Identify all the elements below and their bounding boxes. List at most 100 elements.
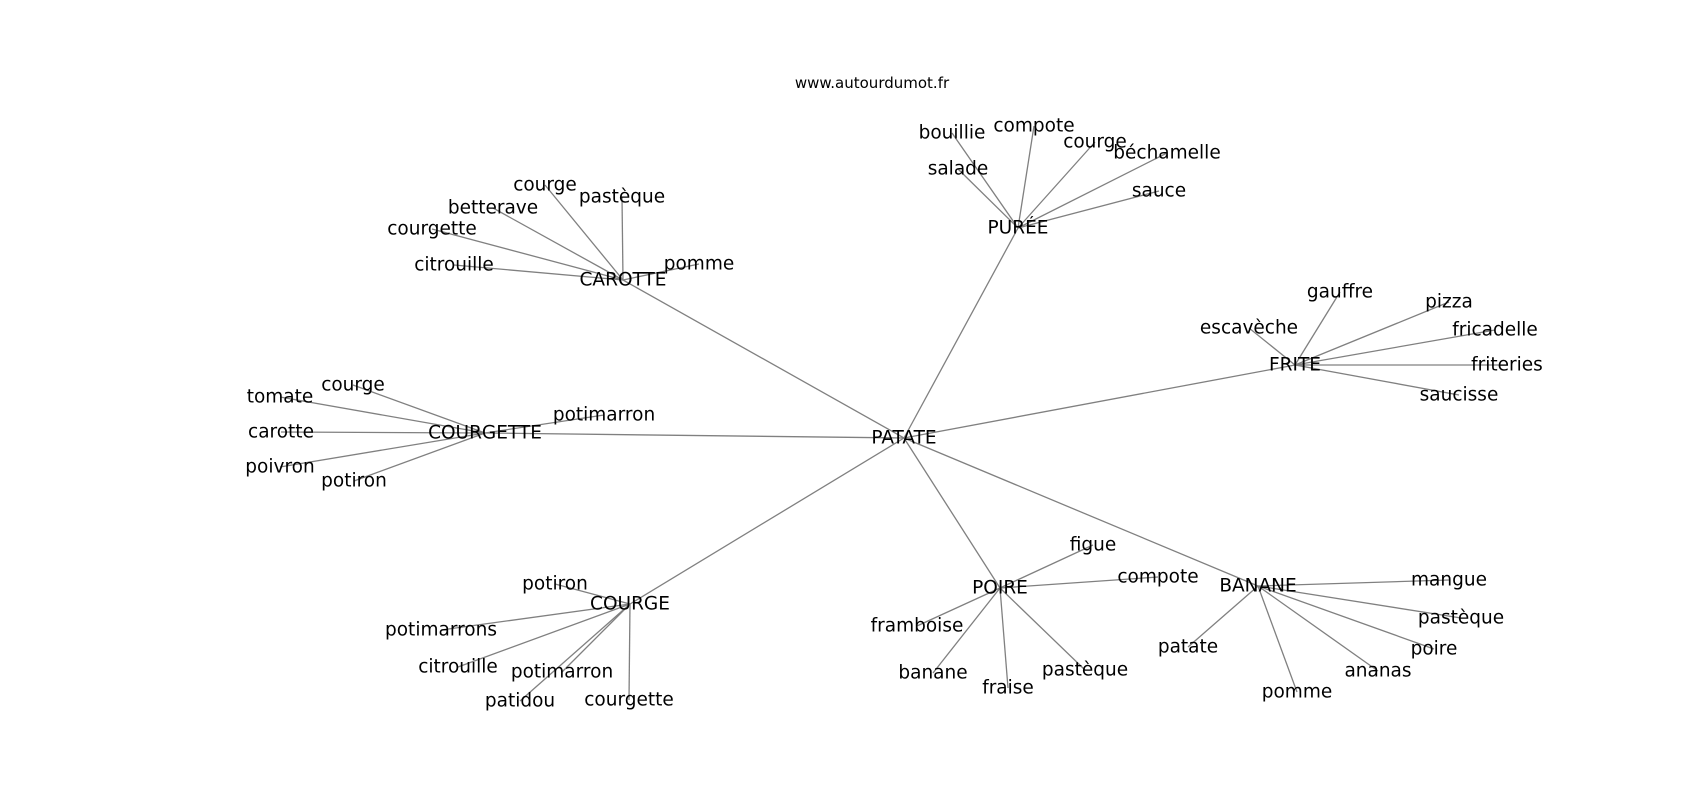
edge-puree-salade [957,168,1019,229]
leaf-node-puree-salade[interactable]: salade [928,159,989,180]
leaf-node-banane-mangue[interactable]: mangue [1411,570,1487,591]
leaf-node-courgette-poivron[interactable]: poivron [245,457,314,478]
edge-puree-sauce [1017,190,1160,229]
leaf-node-courge-potimarron[interactable]: potimarron [511,662,613,683]
hub-node-banane[interactable]: BANANE [1219,576,1296,597]
leaf-node-banane-ananas[interactable]: ananas [1344,661,1411,682]
leaf-node-courge-potiron[interactable]: potiron [522,574,588,595]
hub-node-frite[interactable]: FRITE [1269,355,1321,376]
edge-courgette-carotte [280,431,486,434]
edge-poire-framboise [916,587,1001,627]
leaf-node-courgette-carotte[interactable]: carotte [248,422,314,443]
edge-courge-potimarron [561,603,631,673]
edge-patate-courge [629,437,905,605]
edge-carotte-betterave [492,207,624,281]
center-node-patate[interactable]: PATATE [871,428,936,449]
edge-courge-potiron [554,583,631,605]
edge-patate-frite [903,364,1296,439]
edge-patate-courgette [484,432,905,439]
leaf-node-carotte-courge[interactable]: courge [513,175,577,196]
hub-node-poire[interactable]: POIRE [972,578,1028,599]
edge-poire-fraise [999,587,1009,689]
edge-frite-pizza [1294,301,1450,366]
edge-courge-patidou [519,603,631,702]
leaf-node-banane-patate[interactable]: patate [1158,637,1218,658]
leaf-node-puree-bouillie[interactable]: bouillie [919,123,986,144]
edge-carotte-pasteque [621,196,624,281]
edge-patate-puree [903,227,1019,439]
edge-banane-pomme [1257,585,1298,693]
leaf-node-courgette-potimarron[interactable]: potimarron [553,405,655,426]
leaf-node-puree-courge[interactable]: courge [1063,132,1127,153]
leaf-node-courge-citrouille[interactable]: citrouille [418,657,498,678]
leaf-node-carotte-citrouille[interactable]: citrouille [414,255,494,276]
edge-courgette-tomate [279,396,486,434]
leaf-node-courge-patidou[interactable]: patidou [485,691,555,712]
edge-puree-bechamelle [1017,152,1168,229]
hub-node-courgette[interactable]: COURGETTE [428,423,542,444]
edge-banane-pasteque [1257,585,1462,619]
leaf-node-frite-fricadelle[interactable]: fricadelle [1452,320,1538,341]
edge-courgette-poivron [279,432,486,468]
edge-banane-mangue [1257,579,1450,587]
leaf-node-poire-compote[interactable]: compote [1117,567,1198,588]
edge-carotte-courgette [431,228,624,281]
leaf-node-carotte-pomme[interactable]: pomme [664,254,735,275]
edge-frite-gauffre [1294,291,1341,366]
edge-poire-figue [999,544,1094,589]
leaf-node-poire-pasteque[interactable]: pastèque [1042,660,1128,681]
edge-puree-compote [1017,125,1035,229]
leaf-node-frite-pizza[interactable]: pizza [1425,292,1473,313]
leaf-node-puree-compote[interactable]: compote [993,116,1074,137]
graph-edges [279,125,1507,702]
edge-frite-saucisse [1294,364,1460,396]
edge-carotte-citrouille [453,264,624,281]
leaf-node-courgette-potiron[interactable]: potiron [321,471,387,492]
edge-puree-courge [1017,141,1096,229]
leaf-node-carotte-betterave[interactable]: betterave [448,198,538,219]
edge-banane-ananas [1257,585,1379,672]
hub-node-carotte[interactable]: CAROTTE [580,270,667,291]
leaf-node-frite-escaveche[interactable]: escavèche [1200,318,1298,339]
edge-patate-banane [903,437,1259,587]
edge-puree-bouillie [951,132,1019,229]
leaf-node-poire-framboise[interactable]: framboise [871,616,964,637]
leaf-node-banane-poire[interactable]: poire [1411,639,1458,660]
leaf-node-courge-potimarrons[interactable]: potimarrons [385,620,497,641]
leaf-node-puree-sauce[interactable]: sauce [1132,181,1186,202]
edge-frite-fricadelle [1294,329,1496,366]
leaf-node-courgette-tomate[interactable]: tomate [247,387,314,408]
site-title: www.autourdumot.fr [795,74,950,92]
hub-node-puree[interactable]: PURÉE [988,217,1049,239]
edge-banane-patate [1187,585,1259,648]
edge-courge-courgette [628,603,631,701]
edge-poire-pasteque [999,587,1086,671]
edge-frite-escaveche [1248,327,1296,366]
edge-carotte-pomme [622,263,700,281]
edge-patate-carotte [622,279,905,439]
leaf-node-poire-figue[interactable]: figue [1070,535,1117,556]
edge-poire-banane [932,587,1001,674]
leaf-node-frite-saucisse[interactable]: saucisse [1420,385,1499,406]
leaf-node-frite-friteries[interactable]: friteries [1471,355,1543,376]
edge-poire-compote [999,576,1159,589]
leaf-node-banane-pomme[interactable]: pomme [1262,682,1333,703]
leaf-node-poire-fraise[interactable]: fraise [982,678,1034,699]
leaf-node-puree-bechamelle[interactable]: béchamelle [1113,143,1220,164]
leaf-node-carotte-pasteque[interactable]: pastèque [579,187,665,208]
leaf-node-frite-gauffre[interactable]: gauffre [1307,282,1373,303]
hub-node-courge[interactable]: COURGE [590,594,670,615]
edge-banane-poire [1257,585,1435,650]
leaf-node-poire-banane[interactable]: banane [898,663,967,684]
edge-courgette-potimarron [484,414,605,434]
edge-patate-poire [903,437,1001,589]
leaf-node-carotte-courgette[interactable]: courgette [387,219,477,240]
edge-courgette-potiron [353,432,486,482]
leaf-node-banane-pasteque[interactable]: pastèque [1418,608,1504,629]
edge-courge-potimarrons [440,603,631,631]
leaf-node-courgette-courge[interactable]: courge [321,375,385,396]
edge-courge-citrouille [457,603,631,668]
leaf-node-courge-courgette[interactable]: courgette [584,690,674,711]
